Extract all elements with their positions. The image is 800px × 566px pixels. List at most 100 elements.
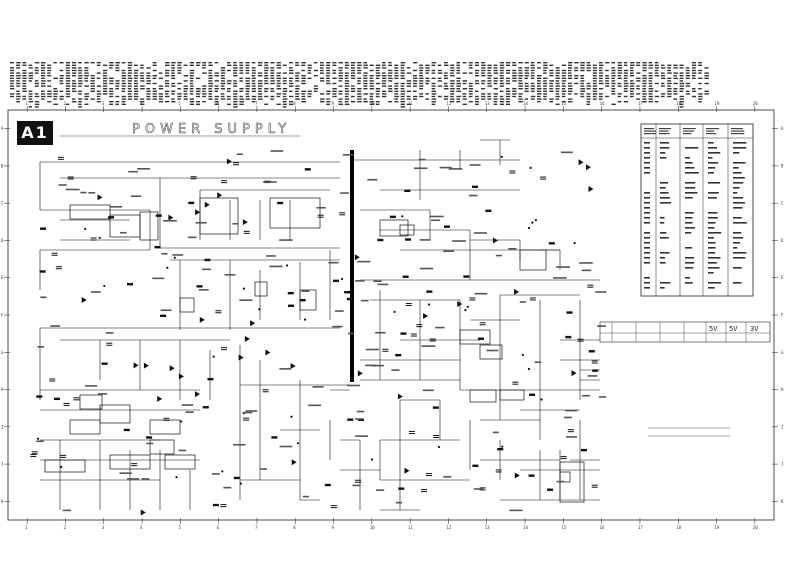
sheet-badge: A1: [17, 121, 53, 145]
parts-list-glyph: [524, 98, 529, 100]
parts-list-glyph: [400, 103, 405, 105]
ic-package: [399, 224, 415, 236]
parts-list-glyph: [599, 75, 603, 77]
parts-list-glyph: [233, 101, 238, 103]
parts-list-glyph: [592, 69, 598, 72]
parts-list-glyph: [338, 75, 343, 77]
table-cell-glyph: [685, 157, 690, 159]
parts-list-glyph: [623, 77, 628, 79]
parts-list-glyph: [146, 98, 151, 100]
parts-list-glyph: [65, 67, 70, 69]
parts-list-glyph: [90, 88, 95, 90]
table-header-glyph: [731, 128, 743, 130]
part-label-glyph: [62, 509, 72, 512]
parts-list-glyph: [406, 103, 411, 105]
parts-list-glyph: [264, 77, 269, 79]
parts-list-glyph: [592, 75, 597, 77]
parts-list-glyph: [475, 69, 480, 72]
part-label-glyph: [342, 154, 354, 156]
parts-list-glyph: [499, 103, 505, 105]
parts-list-glyph: [121, 82, 126, 85]
table-header-glyph: [683, 133, 692, 135]
table-row-glyph: [644, 277, 650, 279]
parts-list-glyph: [96, 90, 101, 92]
parts-list-glyph: [611, 80, 616, 82]
parts-list-glyph: [189, 69, 195, 72]
table-cell-glyph: [733, 147, 747, 149]
parts-list-glyph: [580, 85, 585, 87]
part-label-glyph: [36, 440, 44, 443]
parts-list-glyph: [586, 93, 591, 95]
part-label-glyph: [236, 153, 243, 156]
parts-list-glyph: [499, 90, 504, 92]
parts-list-glyph: [568, 88, 573, 90]
parts-list-glyph: [394, 77, 399, 79]
parts-list-glyph: [301, 95, 306, 98]
part-label-glyph: [195, 221, 207, 224]
parts-list-glyph: [72, 62, 77, 64]
parts-list-glyph: [456, 72, 461, 74]
parts-list-glyph: [270, 77, 275, 79]
parts-list-glyph: [177, 95, 182, 98]
parts-list-glyph: [400, 62, 406, 64]
parts-list-glyph: [140, 103, 145, 105]
table-row-glyph: [644, 212, 650, 214]
parts-list-glyph: [685, 90, 690, 92]
parts-list-glyph: [574, 67, 579, 69]
table-cell-glyph: [660, 197, 670, 199]
resistor: [580, 448, 587, 452]
ic-package: [139, 211, 159, 241]
parts-list-glyph: [47, 69, 52, 72]
frame-tick-label-left: J: [1, 462, 3, 467]
parts-list-glyph: [630, 62, 635, 64]
part-label-glyph: [198, 289, 209, 291]
parts-list-glyph: [592, 93, 598, 95]
parts-list-glyph: [78, 90, 82, 92]
parts-list-glyph: [487, 69, 491, 72]
parts-list-glyph: [53, 103, 58, 105]
vertical-bus: [350, 150, 354, 382]
parts-list-glyph: [320, 80, 325, 82]
parts-list-glyph: [357, 67, 361, 69]
diode: [97, 194, 103, 201]
parts-list-glyph: [617, 69, 622, 72]
parts-list-glyph: [394, 101, 399, 103]
parts-list-glyph: [326, 101, 331, 103]
parts-list-glyph: [382, 93, 387, 95]
parts-list-glyph: [134, 95, 139, 98]
ic-package: [99, 404, 131, 424]
parts-list-glyph: [22, 95, 26, 98]
parts-list-glyph: [568, 69, 572, 72]
parts-list-glyph: [127, 88, 132, 90]
frame-tick-label-top: 17: [638, 101, 643, 106]
parts-list-glyph: [140, 72, 144, 74]
parts-list-glyph: [270, 69, 275, 72]
parts-list-glyph: [530, 64, 535, 66]
parts-list-glyph: [375, 95, 380, 98]
parts-list-glyph: [84, 62, 89, 64]
parts-list-glyph: [351, 64, 355, 66]
part-label-glyph: [414, 167, 428, 170]
parts-list-glyph: [344, 103, 350, 105]
parts-list-glyph: [425, 82, 429, 85]
parts-list-glyph: [648, 80, 653, 82]
parts-list-glyph: [630, 72, 634, 74]
ic-package: [44, 459, 86, 473]
parts-list-glyph: [152, 77, 157, 79]
parts-list-glyph: [115, 80, 120, 82]
frame-tick-label-bottom: 12: [446, 525, 451, 530]
parts-list-glyph: [623, 101, 629, 103]
table-cell-glyph: [660, 222, 665, 224]
parts-list-glyph: [214, 62, 219, 64]
parts-list-glyph: [617, 85, 622, 87]
parts-list-glyph: [493, 88, 499, 90]
parts-list-glyph: [171, 82, 176, 85]
parts-list-glyph: [189, 101, 195, 103]
parts-list-glyph: [152, 75, 157, 77]
parts-list-glyph: [152, 88, 157, 90]
parts-list-glyph: [47, 85, 52, 87]
frame-tick-label-top: 14: [523, 101, 528, 106]
parts-list-glyph: [233, 90, 238, 92]
parts-list-glyph: [692, 90, 696, 92]
parts-list-glyph: [109, 82, 114, 85]
